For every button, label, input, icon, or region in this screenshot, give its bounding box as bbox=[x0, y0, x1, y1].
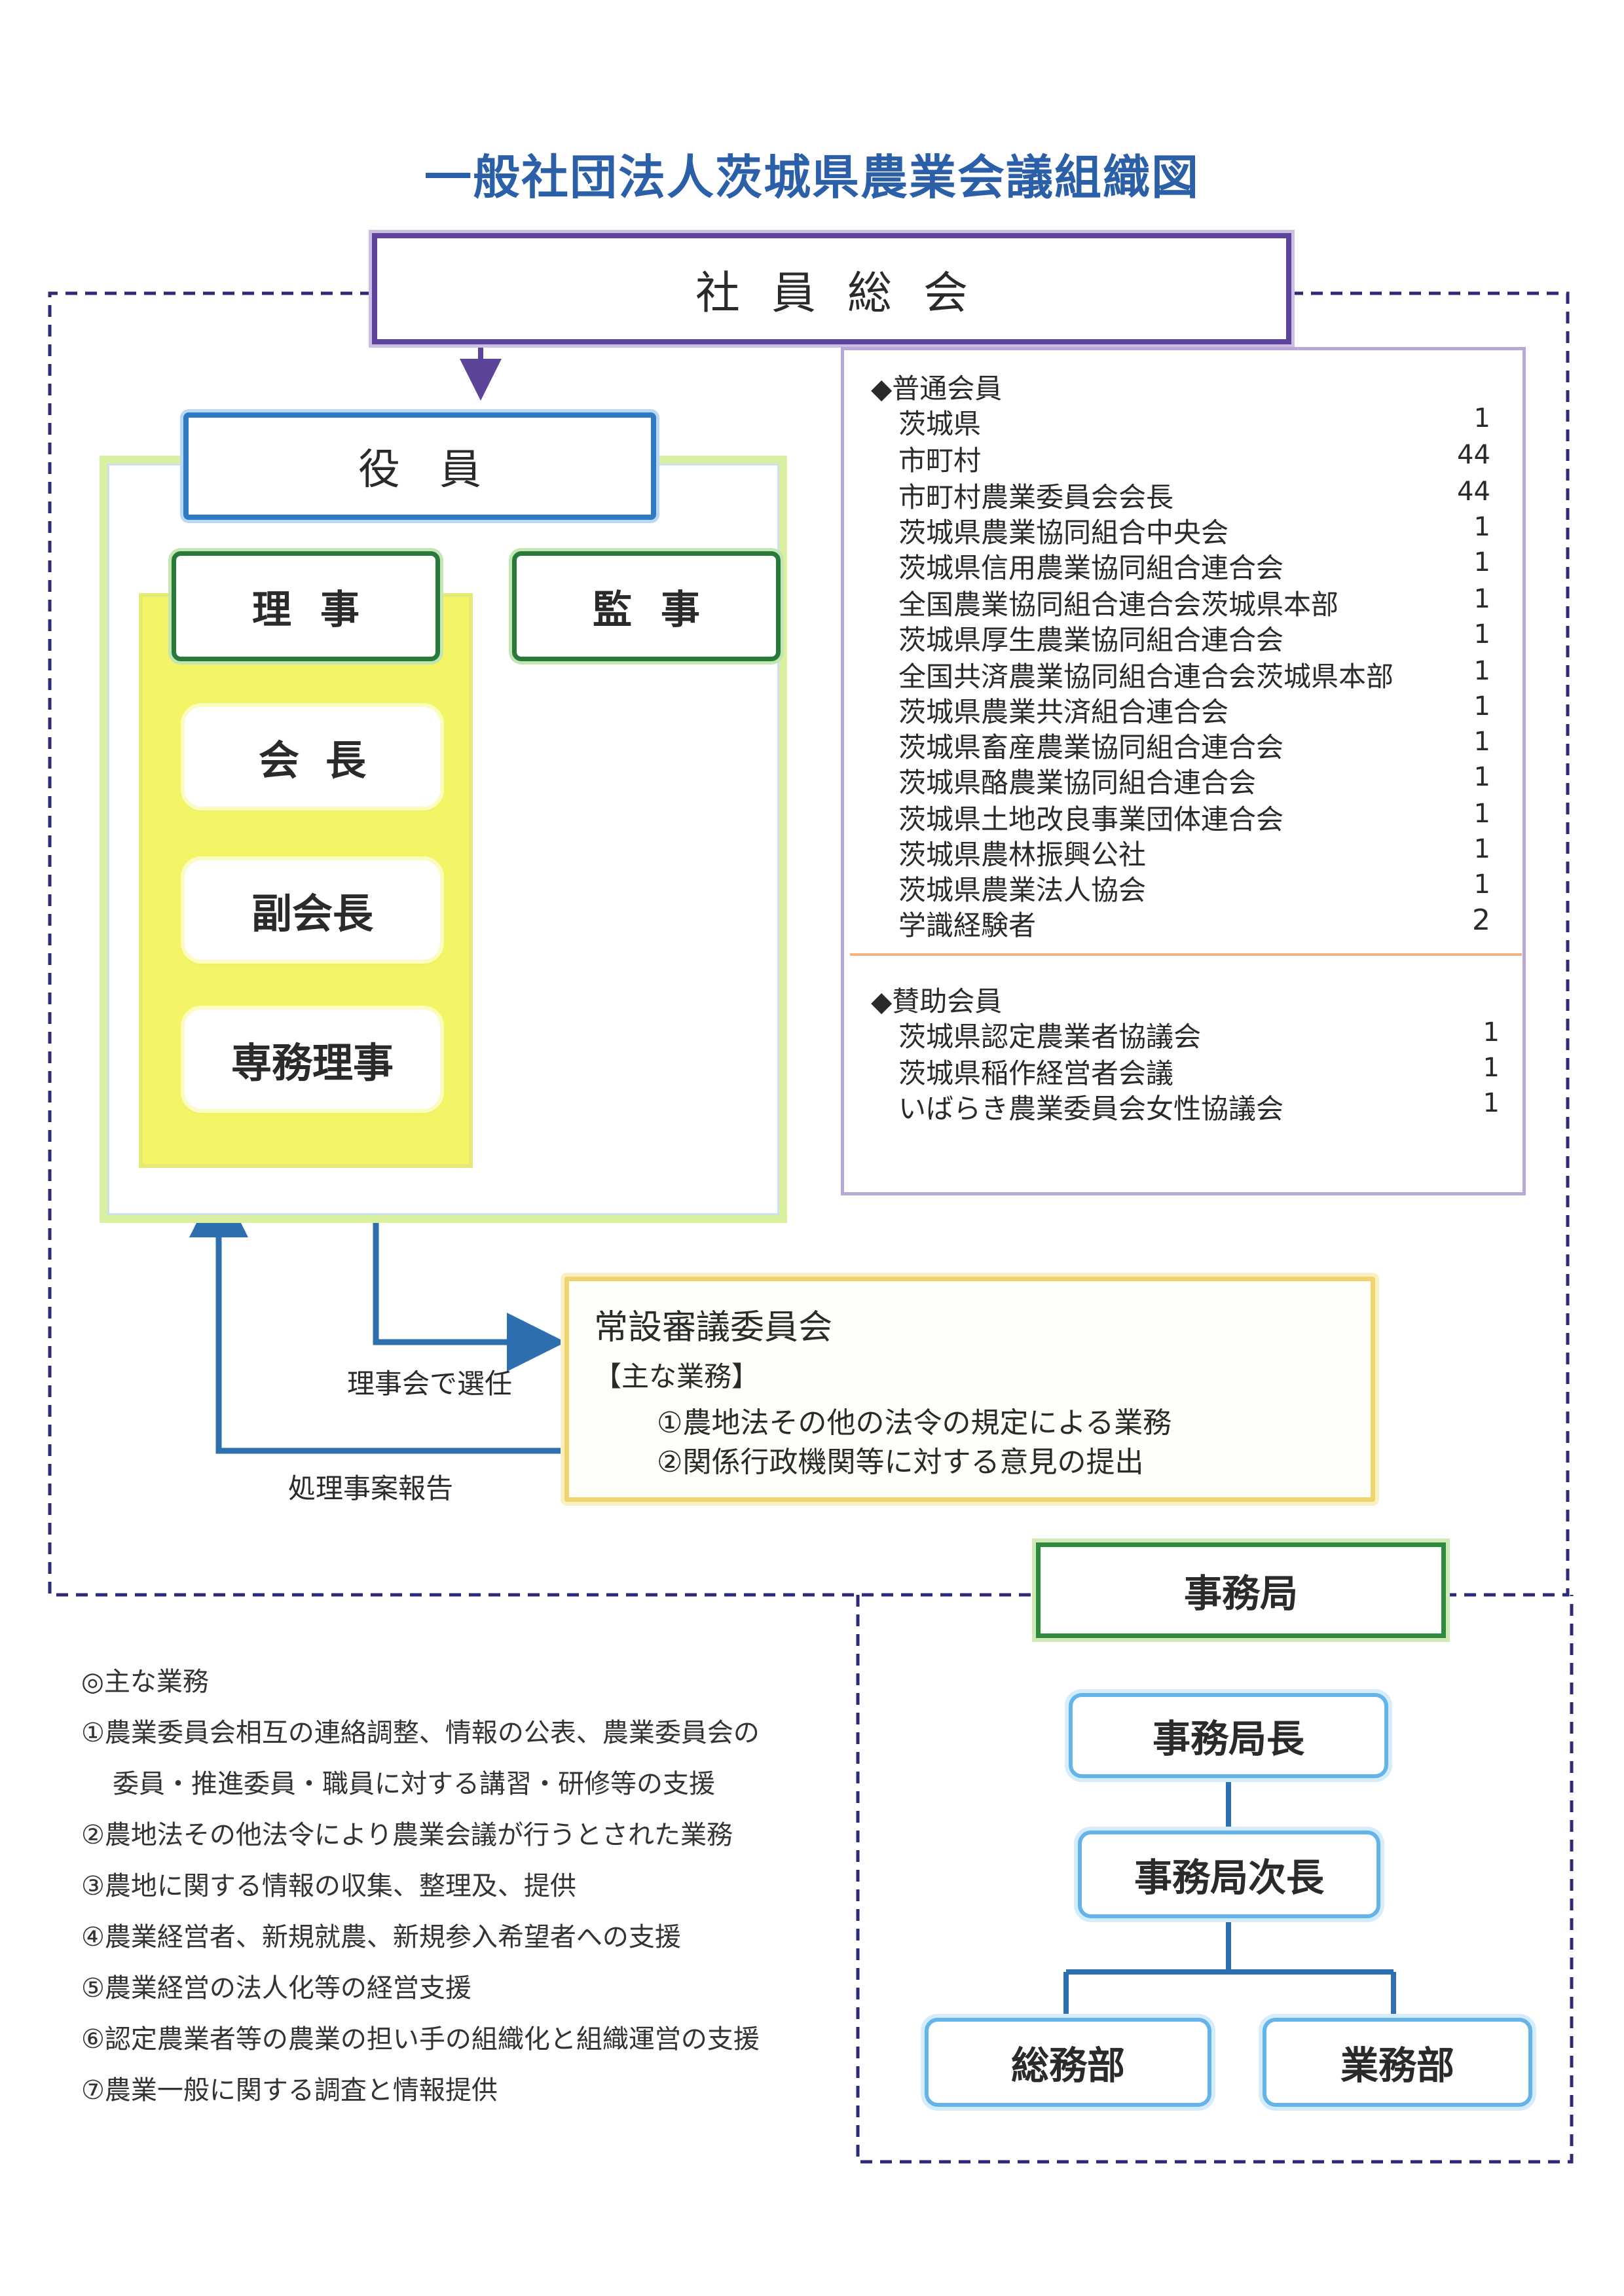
main-duty-item: ⑦農業一般に関する調査と情報提供 bbox=[81, 2075, 498, 2105]
committee-title: 常設審議委員会 bbox=[594, 1308, 833, 1347]
member-name: 茨城県認定農業者協議会 bbox=[898, 1021, 1202, 1053]
member-name: 茨城県農業共済組合連合会 bbox=[898, 696, 1229, 728]
general-assembly-box: 社員総会 bbox=[372, 233, 1291, 344]
member-name: いばらき農業委員会女性協議会 bbox=[898, 1093, 1284, 1125]
secretariat-dashed-frame bbox=[856, 1595, 1574, 2164]
member-name: 茨城県農林振興公社 bbox=[898, 839, 1147, 871]
appointed-label: 理事会で選任 bbox=[347, 1368, 513, 1400]
member-name: 茨城県農業協同組合中央会 bbox=[898, 517, 1229, 549]
member-name: 茨城県土地改良事業団体連合会 bbox=[898, 803, 1284, 835]
regular-members-heading: ◆普通会員 bbox=[871, 373, 1003, 405]
member-count: 1 bbox=[1473, 727, 1490, 757]
members-separator bbox=[850, 953, 1522, 956]
operations-box: 業務部 bbox=[1263, 2018, 1532, 2107]
member-count: 1 bbox=[1473, 799, 1490, 829]
vice-chairman-box: 副会長 bbox=[185, 860, 440, 960]
main-duty-item: 委員・推進委員・職員に対する講習・研修等の支援 bbox=[113, 1769, 715, 1799]
member-name: 茨城県 bbox=[898, 408, 982, 440]
member-count: 44 bbox=[1457, 440, 1490, 470]
member-count: 1 bbox=[1473, 547, 1490, 577]
committee-duty: ①農地法その他の法令の規定による業務 bbox=[657, 1406, 1172, 1440]
members-list-box bbox=[841, 347, 1526, 1195]
member-count: 2 bbox=[1472, 903, 1490, 937]
officers-box: 役員 bbox=[183, 412, 656, 520]
member-name: 茨城県稲作経営者会議 bbox=[898, 1057, 1174, 1089]
member-count: 44 bbox=[1457, 477, 1490, 507]
member-name: 茨城県酪農業協同組合連合会 bbox=[898, 767, 1257, 799]
member-count: 1 bbox=[1473, 869, 1490, 900]
member-name: 学識経験者 bbox=[898, 909, 1037, 941]
main-duty-item: ⑥認定農業者等の農業の担い手の組織化と組織運営の支援 bbox=[81, 2024, 760, 2054]
member-count: 1 bbox=[1473, 403, 1490, 433]
member-count: 1 bbox=[1483, 1088, 1500, 1118]
member-count: 1 bbox=[1473, 619, 1490, 649]
member-name: 市町村 bbox=[898, 445, 982, 477]
member-name: 全国共済農業協同組合連合会茨城県本部 bbox=[898, 661, 1394, 693]
chairman-box: 会長 bbox=[185, 707, 440, 807]
main-duty-item: ④農業経営者、新規就農、新規参入希望者への支援 bbox=[81, 1922, 681, 1952]
support-members-heading: ◆賛助会員 bbox=[871, 985, 1003, 1017]
auditors-box: 監事 bbox=[512, 551, 781, 661]
report-label: 処理事案報告 bbox=[288, 1472, 454, 1504]
member-name: 茨城県厚生農業協同組合連合会 bbox=[898, 624, 1284, 656]
executive-director-box: 専務理事 bbox=[185, 1010, 440, 1109]
secretariat-director-box: 事務局長 bbox=[1069, 1693, 1388, 1778]
assembly-dashed-frame bbox=[48, 291, 1570, 1597]
member-count: 1 bbox=[1473, 512, 1490, 542]
secretariat-deputy-box: 事務局次長 bbox=[1078, 1831, 1380, 1918]
secretariat-box: 事務局 bbox=[1036, 1542, 1446, 1638]
member-count: 1 bbox=[1473, 656, 1490, 686]
committee-duty: ②関係行政機関等に対する意見の提出 bbox=[657, 1446, 1144, 1479]
main-duties-heading: ◎主な業務 bbox=[81, 1667, 209, 1697]
directors-box: 理事 bbox=[172, 551, 440, 661]
committee-subtitle: 【主な業務】 bbox=[594, 1360, 760, 1393]
member-count: 1 bbox=[1473, 834, 1490, 864]
page-title: 一般社団法人茨城県農業会議組織図 bbox=[424, 150, 1200, 205]
member-name: 茨城県農業法人協会 bbox=[898, 874, 1147, 906]
member-name: 茨城県信用農業協同組合連合会 bbox=[898, 552, 1284, 584]
member-count: 1 bbox=[1483, 1017, 1500, 1048]
member-count: 1 bbox=[1483, 1053, 1500, 1083]
main-duty-item: ②農地法その他法令により農業会議が行うとされた業務 bbox=[81, 1820, 733, 1850]
appointed-arrow bbox=[373, 1176, 566, 1372]
member-count: 1 bbox=[1473, 584, 1490, 614]
member-name: 市町村農業委員会会長 bbox=[898, 481, 1174, 513]
standing-committee-box: 常設審議委員会 【主な業務】 ①農地法その他の法令の規定による業務 ②関係行政機… bbox=[564, 1277, 1375, 1502]
member-name: 茨城県畜産農業協同組合連合会 bbox=[898, 731, 1284, 763]
member-count: 1 bbox=[1473, 691, 1490, 721]
main-duty-item: ①農業委員会相互の連絡調整、情報の公表、農業委員会の bbox=[81, 1718, 760, 1748]
member-name: 全国農業協同組合連合会茨城県本部 bbox=[898, 589, 1339, 621]
main-duty-item: ③農地に関する情報の収集、整理及、提供 bbox=[81, 1871, 576, 1901]
report-arrow bbox=[189, 1178, 564, 1454]
general-affairs-box: 総務部 bbox=[925, 2018, 1211, 2107]
member-count: 1 bbox=[1473, 762, 1490, 792]
main-duty-item: ⑤農業経営の法人化等の経営支援 bbox=[81, 1973, 471, 2003]
